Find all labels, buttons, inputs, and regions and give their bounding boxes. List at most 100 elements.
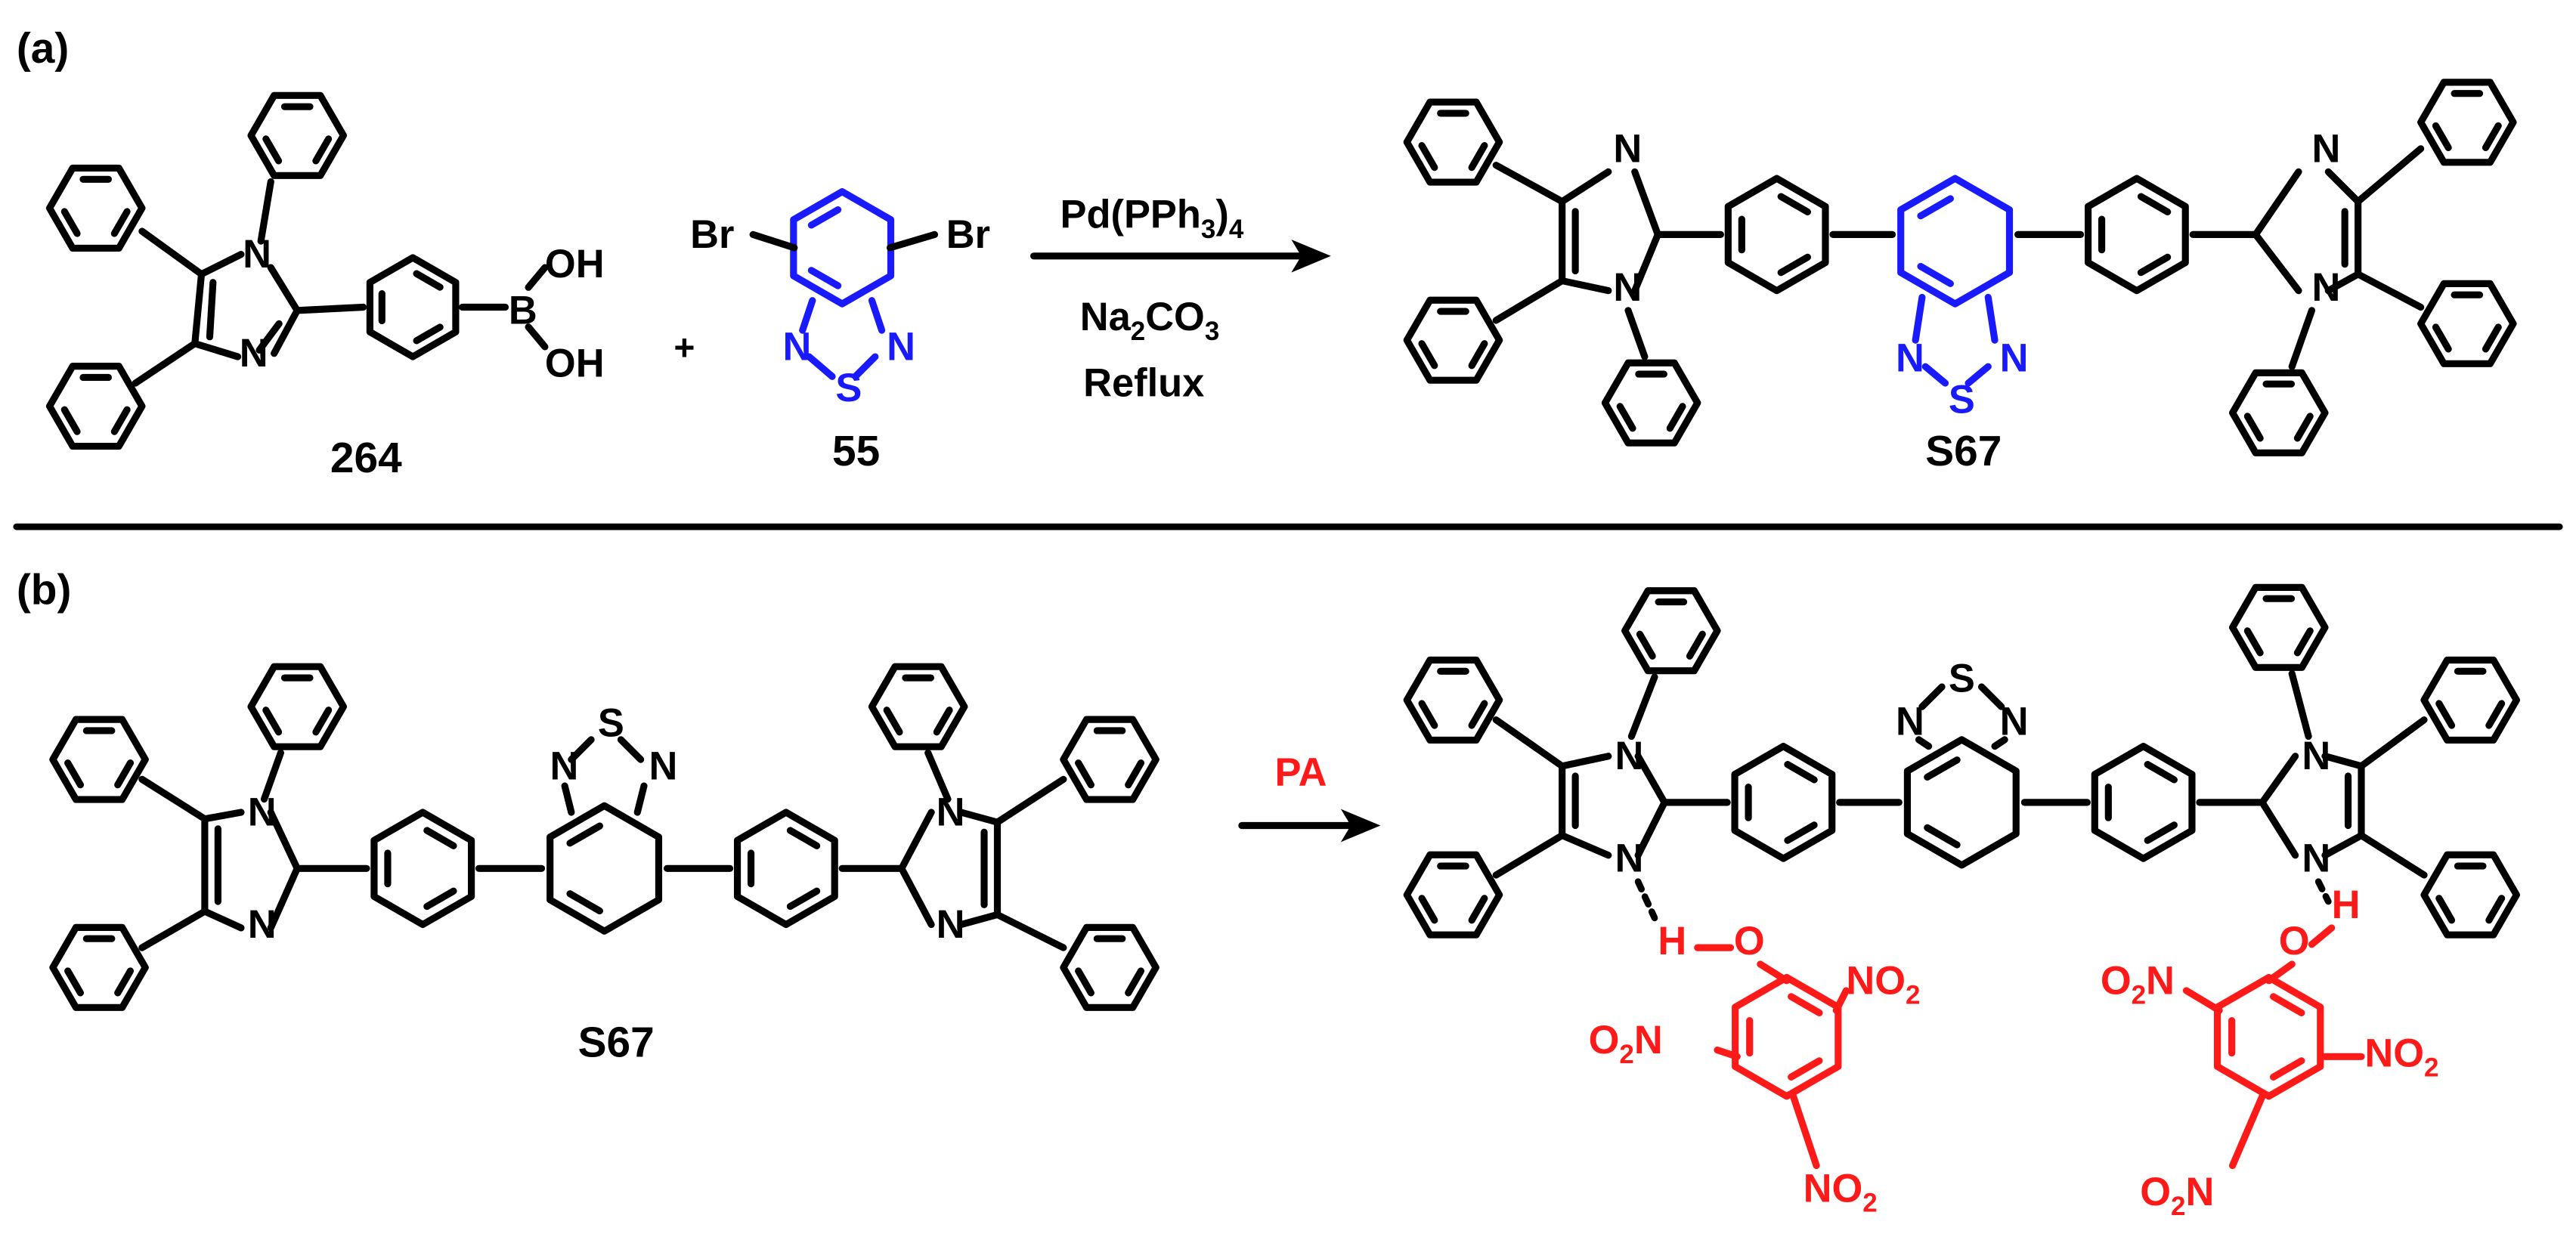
benzene-ring	[2417, 79, 2517, 166]
bond	[1468, 340, 1488, 370]
bond	[2321, 832, 2365, 859]
benzene-ring	[247, 91, 347, 179]
bond	[1559, 832, 1612, 859]
compound-55-structure	[749, 188, 939, 380]
atom-n: N	[1896, 337, 1924, 381]
atom-n: N	[1613, 266, 1642, 310]
bond	[138, 775, 209, 823]
benzene-ring	[1731, 743, 1836, 862]
atom-b: B	[509, 289, 537, 332]
bond	[617, 736, 645, 763]
bond	[2243, 413, 2264, 442]
bond	[423, 887, 457, 911]
compound-label-55: 55	[832, 428, 880, 475]
bond	[1627, 673, 1658, 741]
bond	[293, 303, 367, 314]
bond	[2355, 145, 2425, 206]
bond	[1965, 363, 1992, 387]
bond	[1492, 277, 1566, 324]
s67-structure-panel-b	[49, 663, 1160, 1011]
bond	[868, 297, 886, 334]
atom-n: N	[550, 744, 578, 788]
atom-oh: OH	[545, 243, 605, 286]
bond	[2435, 700, 2456, 729]
bond	[262, 135, 283, 165]
bond	[201, 809, 245, 823]
bond	[786, 887, 821, 911]
benzene-ring	[2084, 175, 2189, 295]
bond	[2243, 627, 2264, 657]
bond	[2288, 669, 2312, 741]
bond	[633, 782, 648, 816]
bond	[267, 809, 301, 872]
bond	[749, 230, 798, 252]
benzene-ring	[1903, 736, 2020, 869]
bond	[1777, 253, 1811, 277]
bond	[2324, 168, 2362, 206]
atom-n: N	[1613, 127, 1642, 171]
compound-label-264: 264	[330, 434, 402, 482]
bond	[2269, 993, 2305, 1016]
bond	[2435, 895, 2456, 924]
bond	[2308, 924, 2336, 948]
bond	[2482, 122, 2502, 151]
bond	[561, 782, 575, 816]
atom-n: N	[2302, 837, 2330, 881]
bond	[312, 707, 333, 736]
nitro-group: NO2	[2364, 1031, 2438, 1082]
atom-n: N	[937, 903, 965, 947]
bond	[1918, 683, 1946, 710]
bond	[1924, 824, 1961, 849]
bond	[2269, 1057, 2305, 1081]
atom-n: N	[2000, 337, 2029, 381]
bond	[2314, 878, 2332, 905]
panel-label-b: (b)	[17, 567, 72, 614]
bond	[1468, 142, 1488, 172]
bond	[1631, 230, 1661, 295]
bond	[924, 749, 952, 803]
bond	[898, 809, 935, 872]
atom-s: S	[1949, 657, 1975, 701]
benzene-ring	[2229, 583, 2329, 671]
arrow-head	[1291, 239, 1331, 273]
bond	[2288, 307, 2316, 370]
bond	[957, 809, 1002, 826]
bond	[255, 320, 283, 354]
atom-br: Br	[690, 213, 734, 257]
bond	[525, 264, 549, 291]
bond	[1559, 277, 1612, 295]
bond	[2355, 271, 2425, 311]
benzene-ring	[546, 802, 663, 935]
benzene-ring	[1403, 98, 1503, 186]
reaction-arrow	[1029, 239, 1331, 273]
bond	[1634, 878, 1658, 922]
bond	[993, 775, 1067, 826]
bond	[1924, 756, 1961, 781]
panel-label-a: (a)	[17, 25, 69, 73]
bond	[799, 297, 816, 334]
bond	[1915, 736, 1933, 750]
bond	[110, 406, 131, 435]
bond	[807, 267, 842, 289]
benzene-ring	[790, 188, 895, 308]
bond	[1777, 193, 1811, 216]
bond	[1418, 895, 1438, 924]
bond	[64, 759, 85, 789]
bond	[1788, 993, 1823, 1016]
atom-n: N	[240, 332, 268, 376]
bond	[886, 230, 939, 252]
nitro-group: O2N	[2140, 1170, 2214, 1221]
bond	[1616, 403, 1636, 432]
bond	[138, 908, 209, 951]
bond	[1784, 761, 1818, 784]
benzene-ring	[1724, 175, 1829, 295]
compound-264-structure	[45, 91, 549, 450]
bond	[1418, 340, 1438, 370]
bond	[64, 967, 85, 997]
bond	[898, 864, 935, 929]
bond	[1075, 967, 1094, 997]
bond	[1832, 987, 1850, 1014]
benzene-ring	[370, 809, 475, 929]
benzene-ring	[2420, 851, 2520, 939]
compound-label-s67-b: S67	[578, 1019, 655, 1066]
